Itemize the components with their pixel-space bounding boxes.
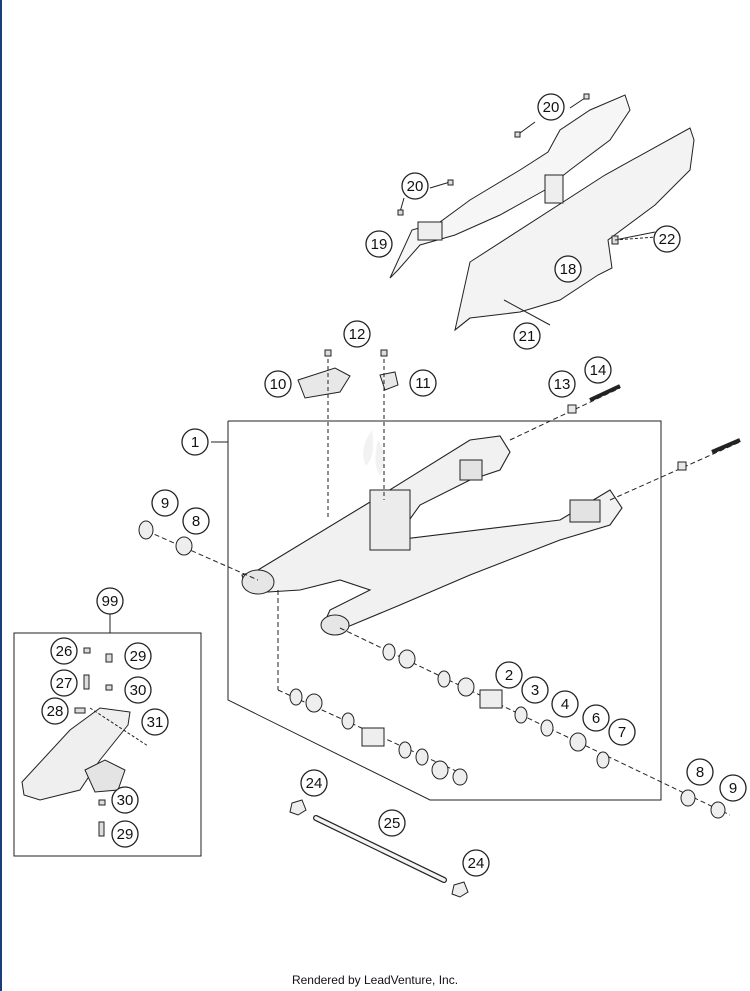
callout-19: 19: [371, 236, 388, 253]
callout-9a: 9: [161, 495, 169, 512]
screw-parts: [397, 93, 657, 326]
callout-8b: 8: [696, 764, 704, 781]
swingarm-group-outline: [227, 420, 662, 801]
callout-29b: 29: [117, 826, 134, 843]
callout-25: 25: [384, 815, 401, 832]
callout-22: 22: [659, 231, 676, 248]
callout-26: 26: [56, 643, 73, 660]
callout-24b: 24: [468, 855, 485, 872]
callout-2: 2: [505, 667, 513, 684]
callout-4: 4: [561, 696, 569, 713]
callout-14: 14: [590, 362, 607, 379]
guard-bracket-part: [389, 94, 631, 279]
callout-6: 6: [592, 710, 600, 727]
chain-guide-part: [21, 647, 149, 837]
callout-20b: 20: [407, 178, 424, 195]
callout-30b: 30: [117, 792, 134, 809]
axle-adjuster-parts: [509, 384, 741, 501]
left-frame-border: [0, 0, 2, 991]
pivot-bearing-parts: [138, 520, 731, 819]
callout-10: 10: [270, 376, 287, 393]
callout-24a: 24: [306, 775, 323, 792]
callout-11: 11: [415, 375, 431, 392]
callout-labels: 1 2 3 4 6 7 8 8 9 9 10 11 12 13 14 18 19…: [41, 93, 747, 877]
footer-credit: Rendered by LeadVenture, Inc.: [291, 973, 459, 987]
callout-12: 12: [349, 326, 366, 343]
callout-31: 31: [147, 714, 164, 731]
callout-28: 28: [47, 703, 64, 720]
callout-7: 7: [618, 724, 626, 741]
callout-13: 13: [554, 376, 571, 393]
chain-guide-kit-outline: [13, 632, 202, 857]
watermark-logo: [363, 430, 385, 476]
callout-30a: 30: [130, 682, 147, 699]
callout-8a: 8: [192, 513, 200, 530]
chain-guard-part: [454, 127, 695, 332]
callout-21: 21: [519, 328, 536, 345]
callout-1: 1: [191, 434, 199, 451]
callout-29a: 29: [130, 648, 147, 665]
callout-18: 18: [560, 261, 577, 278]
pivot-shaft-part: [289, 799, 469, 898]
callout-20a: 20: [543, 99, 560, 116]
slider-parts: [297, 349, 399, 520]
callout-27: 27: [56, 675, 73, 692]
callout-3: 3: [531, 682, 539, 699]
swingarm-part: [241, 435, 623, 636]
callout-99: 99: [102, 593, 119, 610]
callout-9b: 9: [729, 780, 737, 797]
